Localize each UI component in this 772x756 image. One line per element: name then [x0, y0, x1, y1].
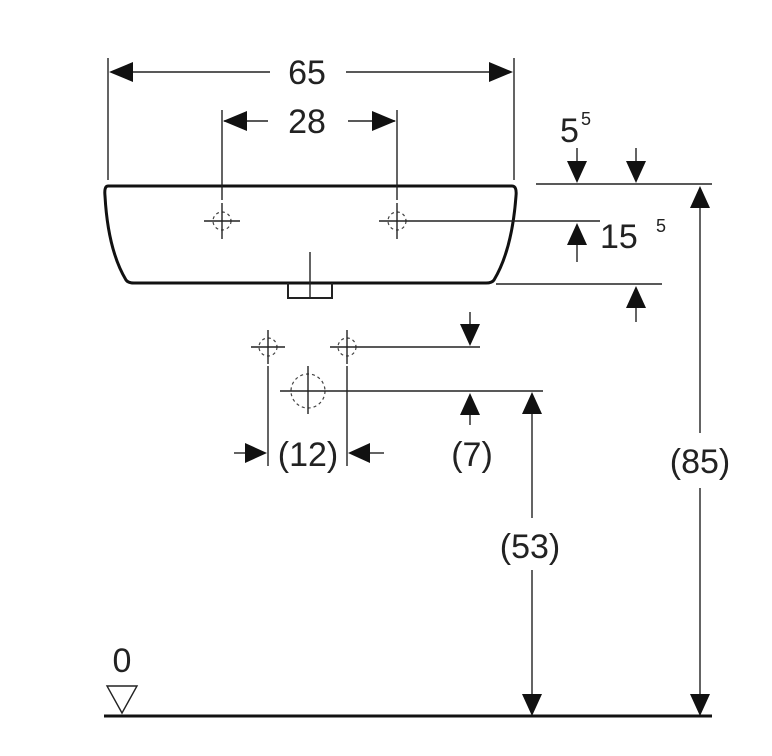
- top-offset-superscript: 5: [581, 109, 591, 129]
- tap-spacing-label: 28: [288, 103, 326, 141]
- dimension-overall-width: 65: [107, 54, 515, 180]
- overall-width-label: 65: [288, 54, 326, 92]
- supply-left: [251, 330, 285, 364]
- dimension-waste-height: (53): [500, 392, 560, 716]
- dimension-tap-depth: 15 5: [496, 216, 666, 322]
- tap-depth-label: 15: [600, 218, 638, 256]
- rim-height-label: (85): [670, 443, 730, 481]
- floor-level-triangle: [105, 685, 139, 715]
- basin-outline: [103, 184, 518, 299]
- tap-hole-left: [204, 203, 240, 239]
- supply-spacing-label: (12): [278, 436, 338, 474]
- supply-right: [330, 330, 480, 364]
- dimension-tap-spacing: 28: [221, 103, 398, 200]
- waste-height-label: (53): [500, 528, 560, 566]
- dimension-supply-spacing: (12): [234, 366, 384, 474]
- floor-level: 0: [104, 642, 712, 718]
- tap-depth-superscript: 5: [656, 216, 666, 236]
- dimension-supply-offset: (7): [451, 312, 493, 474]
- tap-hole-right: [379, 203, 600, 239]
- supply-offset-label: (7): [451, 436, 493, 474]
- top-offset-label: 5: [560, 112, 579, 150]
- dimension-top-offset: 5 5: [536, 109, 712, 185]
- waste-connection: [280, 366, 543, 414]
- dimension-rim-height: (85): [670, 186, 730, 716]
- floor-level-label: 0: [113, 642, 132, 680]
